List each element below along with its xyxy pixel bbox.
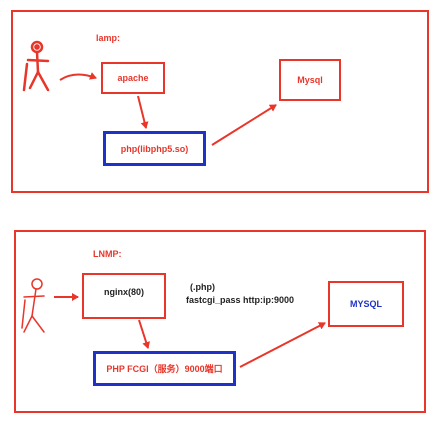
apache-to-php-arrow <box>137 95 149 129</box>
lamp-title: lamp: <box>96 33 121 43</box>
apache-label: apache <box>117 73 149 83</box>
stick-figure-icon <box>22 40 50 92</box>
lnmp-title: LNMP: <box>93 249 122 259</box>
nginx-box: nginx(80) <box>82 273 166 319</box>
lamp-arrows <box>59 72 277 146</box>
php-module-box: php(libphp5.so) <box>103 131 206 166</box>
php-fcgi-box: PHP FCGI（服务）9000端口 <box>93 351 236 386</box>
lnmp-mysql-box: MYSQL <box>328 281 404 327</box>
php-module-label: php(libphp5.so) <box>120 143 189 154</box>
lamp-panel <box>11 10 429 193</box>
php-fcgi-label: PHP FCGI（服务）9000端口 <box>106 364 223 374</box>
phpfcgi-to-mysql-arrow <box>239 322 326 368</box>
fastcgi-pass-note: fastcgi_pass http:ip:9000 <box>186 295 295 305</box>
php-to-mysql-arrow <box>211 104 277 146</box>
php-ext-note: (.php) <box>190 282 215 292</box>
lamp-mysql-box: Mysql <box>279 59 341 101</box>
nginx-to-phpfcgi-arrow <box>138 319 150 349</box>
stick-figure-icon <box>21 278 45 333</box>
lnmp-mysql-label: MYSQL <box>349 299 382 309</box>
user-to-apache-arrow <box>59 72 97 81</box>
nginx-label: nginx(80) <box>103 287 144 297</box>
apache-box: apache <box>101 62 165 94</box>
lnmp-panel <box>14 230 426 413</box>
lamp-mysql-label: Mysql <box>297 75 323 85</box>
lnmp-arrows <box>54 293 326 368</box>
